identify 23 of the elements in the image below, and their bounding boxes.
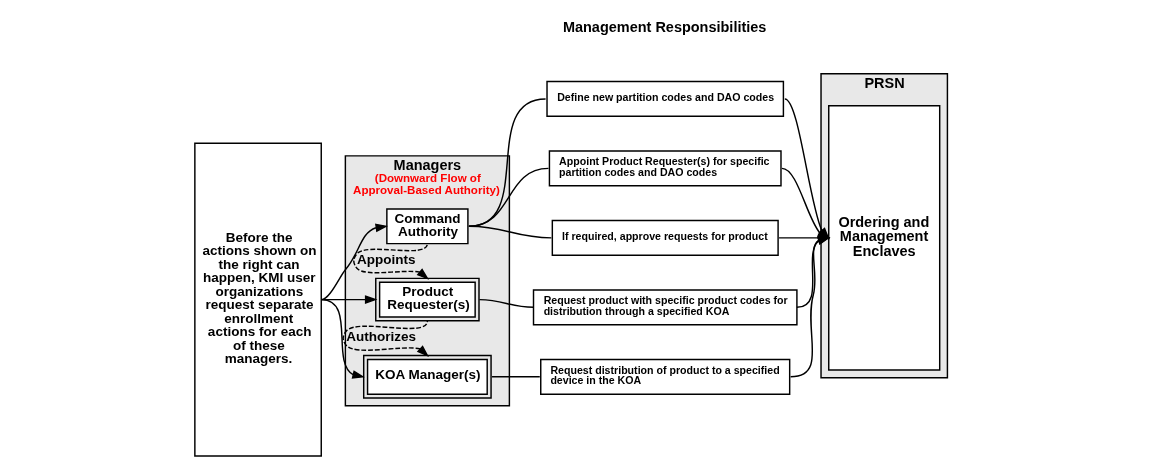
- node-box: KOA Manager(s): [362, 354, 492, 399]
- arrow: [352, 242, 429, 280]
- node-box: Product Requester(s): [374, 277, 480, 322]
- edge-label: Authorizes: [345, 328, 416, 344]
- node-box: Define new partition codes and DAO codes: [545, 80, 784, 117]
- connector: [467, 167, 549, 227]
- node-box: Command Authority: [385, 208, 469, 245]
- node-box: Request distribution of product to a specified device in the KOA: [539, 358, 790, 395]
- connector: [478, 298, 534, 309]
- arrow: [320, 223, 388, 301]
- node-box: If required, approve requests for product: [551, 219, 779, 256]
- label: Management Responsibilities: [562, 18, 766, 35]
- connector: [490, 376, 540, 378]
- arrow: [795, 236, 830, 309]
- node-box: Ordering and Management Enclaves: [827, 104, 940, 371]
- node-box: Appoint Product Requester(s) for specific partition codes and DAO codes: [548, 150, 782, 187]
- node-box: Request product with specific product codes for distribution through a specified KOA: [532, 289, 798, 326]
- edge-label: Appoints: [356, 251, 415, 267]
- arrow: [341, 320, 429, 358]
- arrow: [789, 236, 830, 378]
- node-box: Before the actions shown on the right can happen, KMI user organizations request separate enrollment actions for each of these managers.: [193, 142, 322, 457]
- connector: [467, 225, 552, 239]
- arrow: [320, 298, 365, 379]
